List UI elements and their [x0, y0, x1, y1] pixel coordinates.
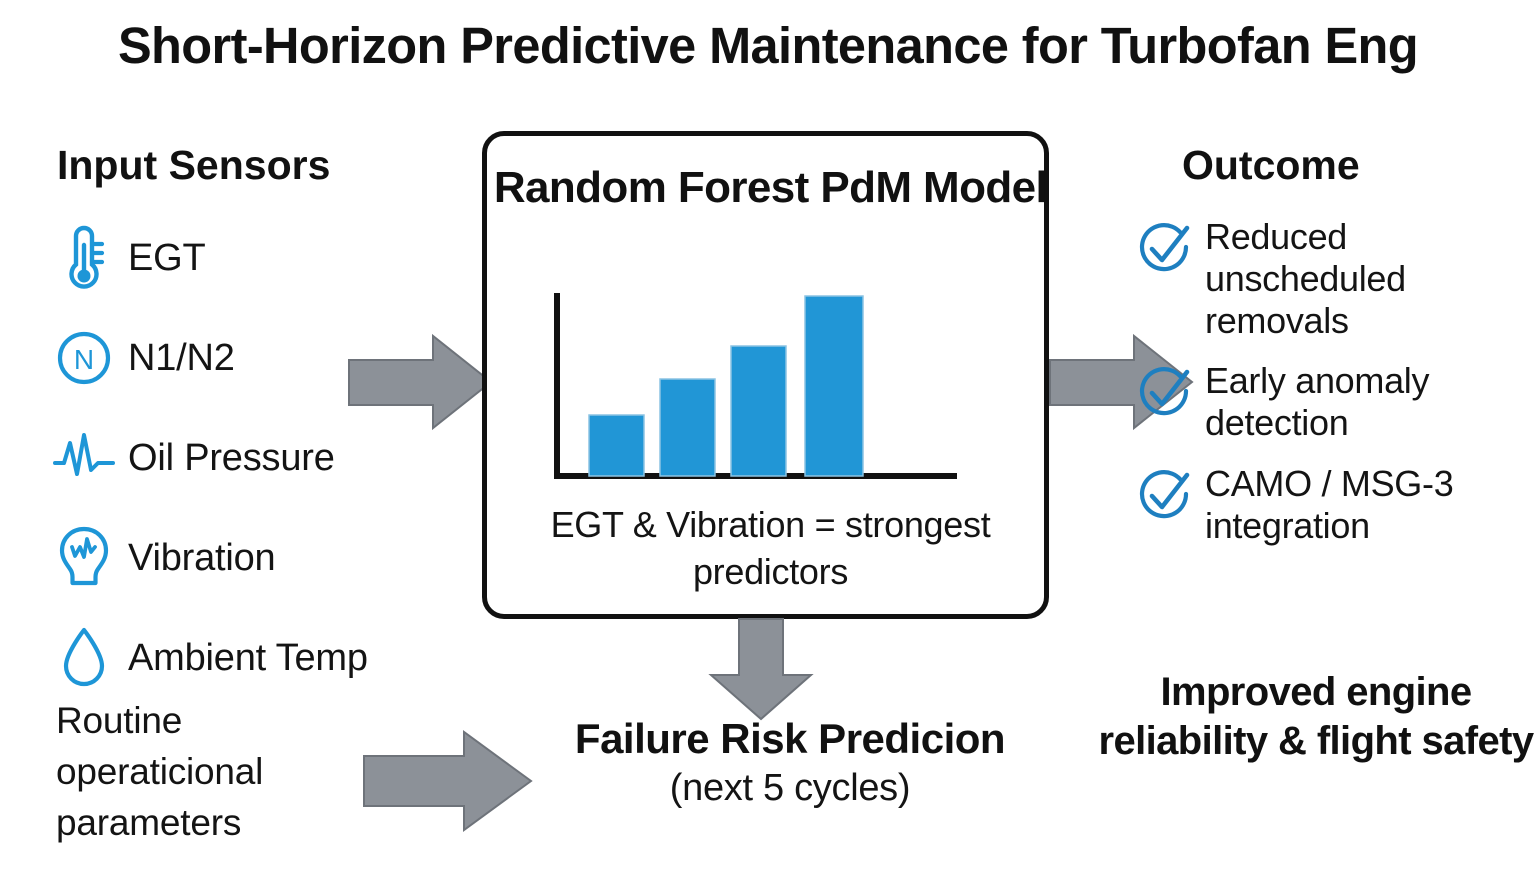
- input-sensors-heading: Input Sensors: [57, 142, 331, 188]
- failure-risk-subtitle: (next 5 cycles): [669, 767, 911, 809]
- sensor-label: Ambient Temp: [128, 636, 368, 679]
- outcome-item-camo-msg3: CAMO / MSG-3 integration: [1135, 463, 1535, 547]
- model-title: Random Forest PdM Model: [493, 163, 1048, 212]
- bar-4: [804, 295, 864, 477]
- thermometer-icon: [52, 222, 116, 294]
- page-title: Short-Horizon Predictive Maintenance for…: [117, 17, 1419, 74]
- sensor-label: Vibration: [128, 536, 276, 579]
- outcome-label: Early anomaly detection: [1205, 360, 1430, 444]
- arrow-model-to-prediction: [703, 617, 819, 722]
- outcome-list: Reduced unscheduled removals Early anoma…: [1135, 216, 1535, 565]
- sensor-label: EGT: [128, 236, 206, 279]
- outcome-label: Reduced unscheduled removals: [1205, 216, 1406, 342]
- bar-3: [730, 345, 787, 477]
- model-box: Random Forest PdM Model EGT & Vibration …: [482, 131, 1049, 619]
- routine-parameters-note: Routine operaticional parameters: [56, 700, 264, 844]
- feature-importance-bar-chart: [547, 291, 997, 486]
- sensor-item-egt: EGT: [52, 208, 472, 308]
- bar-chart-svg: [554, 293, 957, 479]
- arrow-routine-to-prediction: [360, 730, 535, 835]
- sensor-item-vibration: Vibration: [52, 508, 472, 608]
- sensor-label: N1/N2: [128, 336, 235, 379]
- sensor-item-n1n2: N N1/N2: [52, 308, 472, 408]
- bar-2: [659, 378, 716, 477]
- check-circle-icon: [1135, 467, 1193, 525]
- outcome-heading: Outcome: [1182, 142, 1360, 188]
- check-circle-icon: [1135, 220, 1193, 278]
- bar-1: [588, 414, 645, 477]
- outcome-item-early-anomaly: Early anomaly detection: [1135, 360, 1535, 444]
- circle-n-icon: N: [52, 322, 116, 394]
- waveform-icon: [52, 422, 116, 494]
- vibration-bulb-icon: [52, 522, 116, 594]
- check-circle-icon: [1135, 364, 1193, 422]
- outcome-summary: Improved engine reliability & flight saf…: [1098, 670, 1534, 763]
- arrow-sensors-to-model: [345, 330, 495, 435]
- failure-risk-title: Failure Risk Predicion: [574, 715, 1006, 762]
- outcome-item-reduced-removals: Reduced unscheduled removals: [1135, 216, 1535, 342]
- failure-risk-block: Failure Risk Predicion (next 5 cycles): [500, 715, 1080, 810]
- sensor-item-oil-pressure: Oil Pressure: [52, 408, 472, 508]
- input-sensors-list: EGT N N1/N2 Oil Pressure: [52, 208, 472, 708]
- droplet-icon: [52, 622, 116, 694]
- sensor-label: Oil Pressure: [128, 436, 335, 479]
- sensor-item-ambient-temp: Ambient Temp: [52, 608, 472, 708]
- bar-group: [588, 295, 864, 477]
- svg-text:N: N: [74, 344, 94, 375]
- model-caption: EGT & Vibration = strongest predictors: [550, 504, 991, 592]
- outcome-label: CAMO / MSG-3 integration: [1205, 462, 1454, 546]
